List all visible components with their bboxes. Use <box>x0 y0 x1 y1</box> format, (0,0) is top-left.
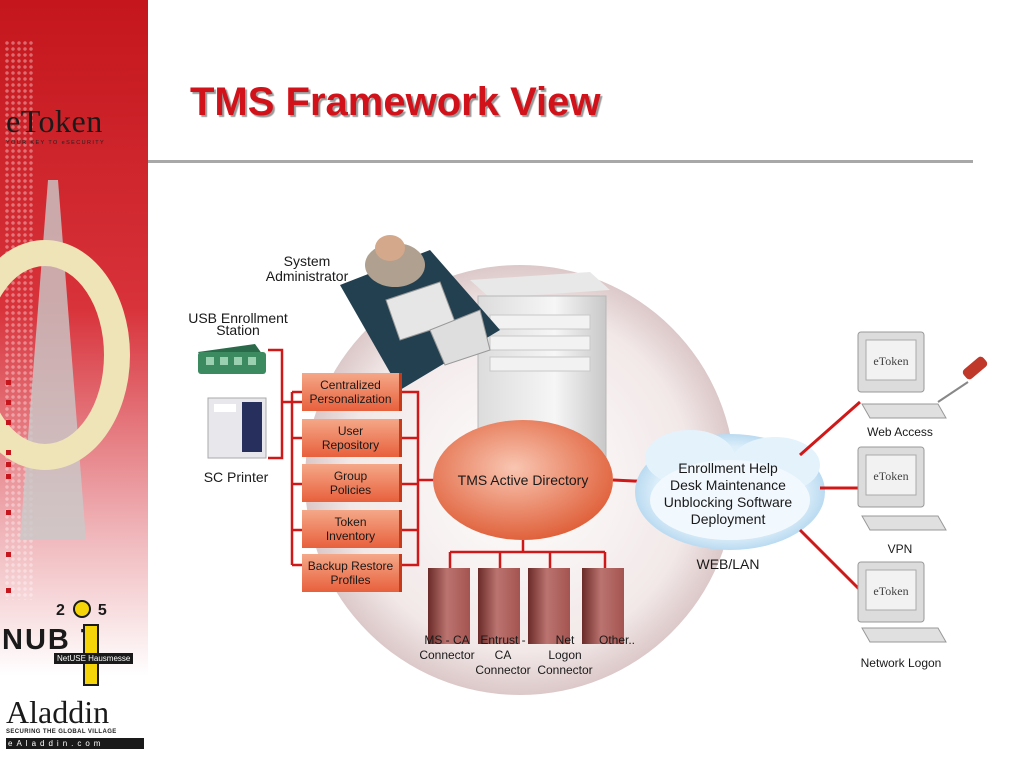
label-line: Desk Maintenance <box>670 477 786 493</box>
sc-printer-icon <box>207 397 267 459</box>
connector-tree-lines <box>448 540 607 568</box>
box-line: Inventory <box>325 529 376 543</box>
aladdin-tagline: SECURING THE GLOBAL VILLAGE <box>6 729 117 735</box>
red-square <box>6 380 11 385</box>
aladdin-logo: Aladdin SECURING THE GLOBAL VILLAGE eAla… <box>6 694 148 749</box>
label-line: Unblocking Software <box>663 494 793 510</box>
etoken-tagline: YOUR KEY TO eSECURITY <box>6 140 106 146</box>
web-lan-cloud <box>635 430 825 550</box>
year-zeros-icon <box>73 600 92 618</box>
red-square <box>6 450 11 455</box>
cloud-to-client-links <box>798 400 862 592</box>
red-square <box>6 552 11 557</box>
nubit-tag: NetUSE Hausmesse <box>54 653 134 664</box>
cloud-services-label: Enrollment Help Desk Maintenance Unblock… <box>650 460 806 528</box>
label-line: Net <box>555 633 575 647</box>
label-line: Station <box>216 322 260 338</box>
red-square <box>6 420 11 425</box>
aladdin-url: eAladdin.com <box>6 738 144 749</box>
red-square <box>6 462 11 467</box>
usb-enrollment-station-icon <box>198 344 266 374</box>
monitor-logo-label: eToken <box>873 584 908 598</box>
client-label-network-logon: Network Logon <box>860 656 942 670</box>
connector-label-ms-ca: MS - CA Connector <box>414 633 480 663</box>
usb-token-icon <box>937 356 988 403</box>
red-square <box>6 510 11 515</box>
aladdin-logo-text: Aladdin <box>6 694 110 730</box>
year-2005: 2 5 <box>56 600 109 620</box>
client-computer-vpn: eToken <box>857 446 947 531</box>
box-line: Profiles <box>330 573 371 587</box>
label-line: System <box>283 253 331 269</box>
slide-title: TMS Framework View <box>190 80 601 124</box>
sc-printer-label: SC Printer <box>203 469 269 485</box>
box-line: Group <box>333 469 368 483</box>
connector-label-net-logon: Net Logon Connector <box>534 633 596 678</box>
title-divider <box>148 160 973 163</box>
connector-label-entrust: Entrust - CA Connector <box>472 633 534 678</box>
box-line: Personalization <box>309 392 392 406</box>
label-line: Deployment <box>690 511 766 527</box>
year-suffix: 5 <box>97 602 109 619</box>
box-line: User <box>337 424 364 438</box>
label-line: CA <box>494 648 512 662</box>
client-label-vpn: VPN <box>887 542 913 556</box>
label-line: MS - CA <box>424 633 470 647</box>
label-line: Administrator <box>265 268 349 284</box>
red-square <box>6 400 11 405</box>
nubit-logo: NUB T NetUSE Hausmesse <box>2 624 142 688</box>
nubit-text: NUB T <box>2 624 101 656</box>
etoken-logo: eToken YOUR KEY TO eSECURITY <box>6 104 146 154</box>
box-line: Centralized <box>320 378 381 392</box>
label-line: Entrust - <box>480 633 526 647</box>
box-line: Backup Restore <box>307 559 394 573</box>
administrator-desk-icon <box>340 235 500 390</box>
server-tower <box>470 272 610 465</box>
ms-ca-connector-server <box>428 568 470 644</box>
web-lan-label: WEB/LAN <box>696 556 760 572</box>
year-prefix: 2 <box>56 602 67 619</box>
entrust-ca-connector-server <box>478 568 520 644</box>
system-administrator-label: System Administrator <box>252 254 362 284</box>
box-line: Policies <box>329 483 372 497</box>
connector-label-other: Other.. <box>598 633 636 647</box>
etoken-logo-text: eToken <box>6 103 103 139</box>
net-logon-connector-server <box>528 568 570 644</box>
other-connector-server <box>582 568 624 644</box>
label-line: Connector <box>419 648 475 662</box>
client-computer-network-logon: eToken <box>857 561 947 643</box>
box-line: Repository <box>321 438 380 452</box>
red-square <box>6 474 11 479</box>
client-label-web-access: Web Access <box>867 425 933 439</box>
active-directory-ellipse <box>433 420 613 540</box>
client-computer-web-access: eToken <box>857 331 947 419</box>
red-square <box>6 588 11 593</box>
label-line: Enrollment Help <box>678 460 778 476</box>
label-line: USB Enrollment <box>188 310 288 326</box>
label-line: Logon <box>548 648 582 662</box>
label-line: Connector <box>475 663 531 677</box>
label-line: Connector <box>537 663 593 677</box>
box-line: Token <box>334 515 367 529</box>
usb-enrollment-label: USB Enrollment Station <box>178 311 298 338</box>
monitor-logo-label: eToken <box>873 354 908 368</box>
sidebar <box>0 0 148 768</box>
active-directory-label: TMS Active Directory <box>457 472 589 488</box>
monitor-logo-label: eToken <box>873 469 908 483</box>
device-bracket-lines <box>268 348 440 567</box>
